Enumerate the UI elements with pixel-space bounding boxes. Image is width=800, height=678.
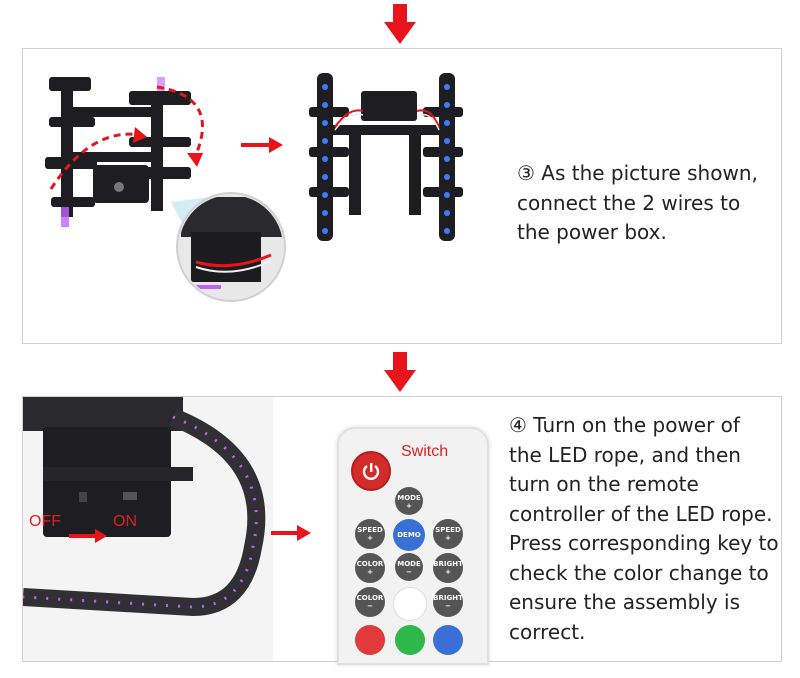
remote-controller: Switch MODE+ SPEED+ DEMO SPEED+ COLOR+ M… bbox=[337, 427, 489, 665]
mode-minus-button[interactable] bbox=[395, 553, 423, 581]
bright-minus-button[interactable] bbox=[433, 587, 463, 617]
down-arrow-icon bbox=[384, 4, 416, 44]
bright-minus-label: BRIGHT− bbox=[433, 594, 463, 610]
step3-caption: ③ As the picture shown, connect the 2 wi… bbox=[517, 161, 758, 244]
speed-right-label: SPEED+ bbox=[435, 526, 461, 542]
frame-assembly-image bbox=[45, 77, 286, 302]
step4-caption: ④ Turn on the power of the LED rope, and… bbox=[509, 413, 779, 644]
down-arrow-icon bbox=[384, 352, 416, 392]
power-button[interactable] bbox=[351, 451, 391, 491]
green-button[interactable] bbox=[395, 625, 425, 655]
power-icon bbox=[362, 463, 380, 480]
switch-label: Switch bbox=[401, 443, 449, 460]
color-label: COLOR− bbox=[356, 594, 384, 610]
color-plus-button[interactable] bbox=[355, 553, 385, 583]
color-button[interactable] bbox=[355, 587, 385, 617]
bright-plus-button[interactable] bbox=[433, 553, 463, 583]
right-arrow-icon bbox=[69, 529, 107, 543]
speed-left-button[interactable] bbox=[355, 519, 385, 549]
step4-panel: OFF ON Switch MODE+ SPEED+ DEMO SPEED+ C… bbox=[22, 396, 782, 665]
speed-left-label: SPEED+ bbox=[357, 526, 383, 542]
blue-button[interactable] bbox=[433, 625, 463, 655]
demo-label: DEMO bbox=[397, 531, 421, 539]
off-label: OFF bbox=[29, 513, 61, 530]
on-label: ON bbox=[113, 513, 137, 530]
right-arrow-icon bbox=[271, 525, 311, 541]
mode-minus-label: MODE− bbox=[397, 560, 421, 576]
mode-plus-button[interactable] bbox=[395, 487, 423, 515]
white-button[interactable] bbox=[393, 587, 427, 621]
color-plus-label: COLOR+ bbox=[356, 560, 384, 576]
power-box-image bbox=[23, 397, 273, 661]
bright-plus-label: BRIGHT+ bbox=[433, 560, 463, 576]
red-button[interactable] bbox=[355, 625, 385, 655]
demo-button[interactable] bbox=[393, 519, 425, 551]
right-arrow-icon bbox=[241, 137, 283, 153]
led-frame-image bbox=[309, 73, 463, 241]
step3-panel: ③ As the picture shown, connect the 2 wi… bbox=[22, 48, 782, 344]
speed-right-button[interactable] bbox=[433, 519, 463, 549]
mode-plus-label: MODE+ bbox=[397, 494, 421, 510]
